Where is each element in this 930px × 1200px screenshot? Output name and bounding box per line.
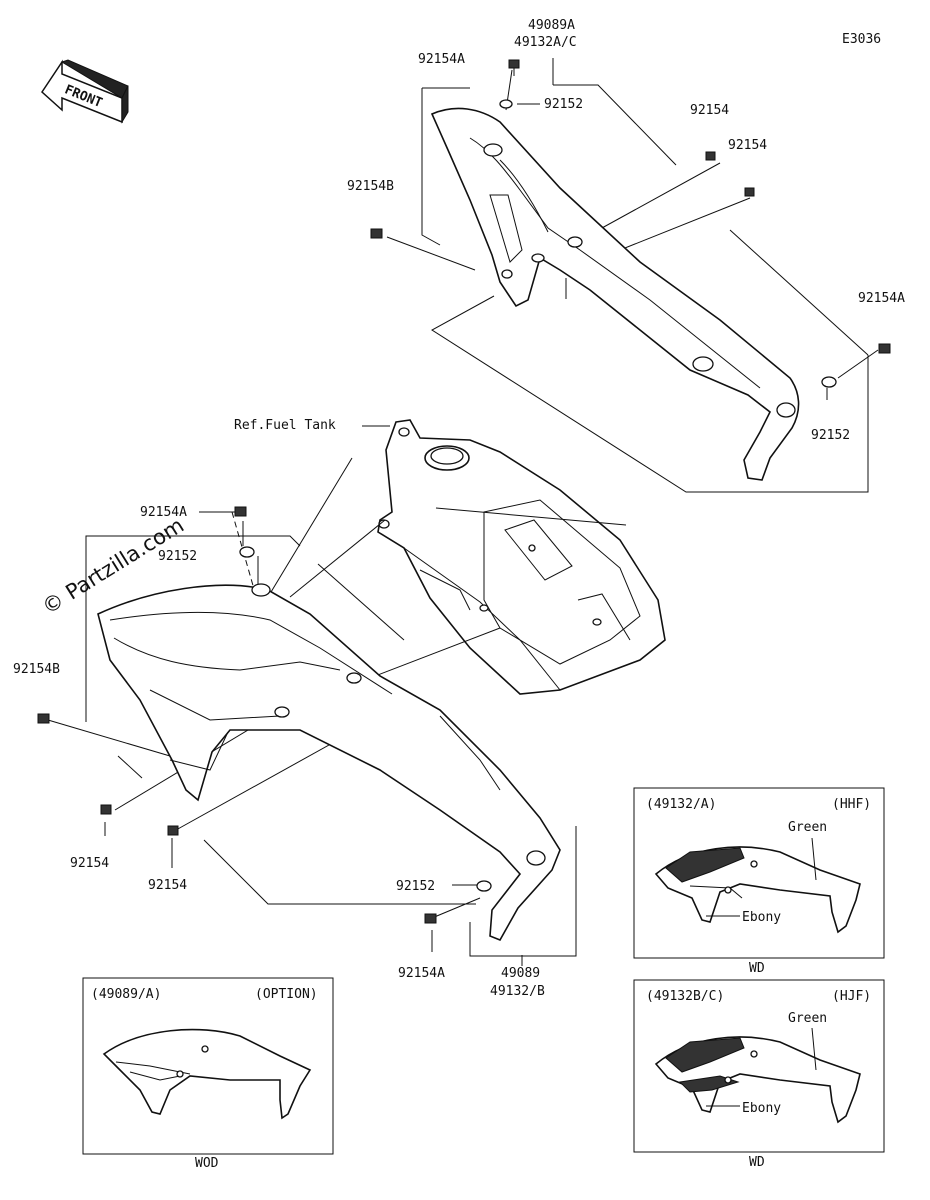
bolt-icon <box>878 343 891 354</box>
bolt-icon <box>370 228 383 239</box>
bolt-icon <box>234 506 247 517</box>
variant-hjf-tag: (HJF) <box>832 989 871 1004</box>
label-92152-right: 92152 <box>811 428 850 443</box>
option-box-caption: WOD <box>195 1156 219 1171</box>
variant-hhf-box <box>633 787 885 959</box>
top-shroud-assembly <box>370 58 891 493</box>
option-box <box>82 977 334 1155</box>
washer-icon <box>821 376 837 388</box>
label-ref-fuel-tank: Ref.Fuel Tank <box>234 418 336 433</box>
variant-hjf-caption: WD <box>749 1155 765 1170</box>
option-box-tag: (OPTION) <box>255 987 318 1002</box>
variant-hjf-color-1: Green <box>788 1011 827 1026</box>
washer-icon <box>476 880 492 892</box>
label-92152-lower: 92152 <box>158 549 197 564</box>
label-92154a-right: 92154A <box>858 291 905 306</box>
label-92154-top-2: 92154 <box>728 138 767 153</box>
variant-hhf-tag: (HHF) <box>832 797 871 812</box>
variant-hjf-part: (49132B/C) <box>646 989 724 1004</box>
variant-hjf-box <box>633 979 885 1153</box>
bolt-icon <box>167 825 179 836</box>
lower-shroud-assembly <box>37 506 627 966</box>
label-49132-b: 49132/B <box>490 984 545 999</box>
label-92154-lower-2: 92154 <box>148 878 187 893</box>
variant-hhf-color-2: Ebony <box>742 910 781 925</box>
option-box-part: (49089/A) <box>91 987 161 1002</box>
variant-hhf-color-1: Green <box>788 820 827 835</box>
bolt-icon <box>37 713 50 724</box>
label-92154a-lower-right: 92154A <box>398 966 445 981</box>
fuel-tank <box>267 419 666 695</box>
bolt-icon <box>100 804 112 815</box>
label-92154a-top: 92154A <box>418 52 465 67</box>
label-92152-lower-right: 92152 <box>396 879 435 894</box>
label-92154b-top: 92154B <box>347 179 394 194</box>
label-92154a-lower: 92154A <box>140 505 187 520</box>
bolt-icon <box>508 59 520 76</box>
label-92154b-lower: 92154B <box>13 662 60 677</box>
washer-icon <box>499 99 513 109</box>
front-arrow-icon: FRONT <box>41 59 129 124</box>
label-92154-top-1: 92154 <box>690 103 729 118</box>
washer-icon <box>239 546 255 558</box>
label-49132a-c: 49132A/C <box>514 35 577 50</box>
label-92154-lower-1: 92154 <box>70 856 109 871</box>
variant-hjf-color-2: Ebony <box>742 1101 781 1116</box>
label-49089a: 49089A <box>528 18 575 33</box>
bolt-icon <box>424 913 437 924</box>
bolt-icon <box>744 187 755 197</box>
bolt-icon <box>705 151 716 161</box>
variant-hhf-part: (49132/A) <box>646 797 716 812</box>
variant-hhf-caption: WD <box>749 961 765 976</box>
diagram-code: E3036 <box>842 32 881 47</box>
label-49089: 49089 <box>501 966 540 981</box>
label-92152-top: 92152 <box>544 97 583 112</box>
